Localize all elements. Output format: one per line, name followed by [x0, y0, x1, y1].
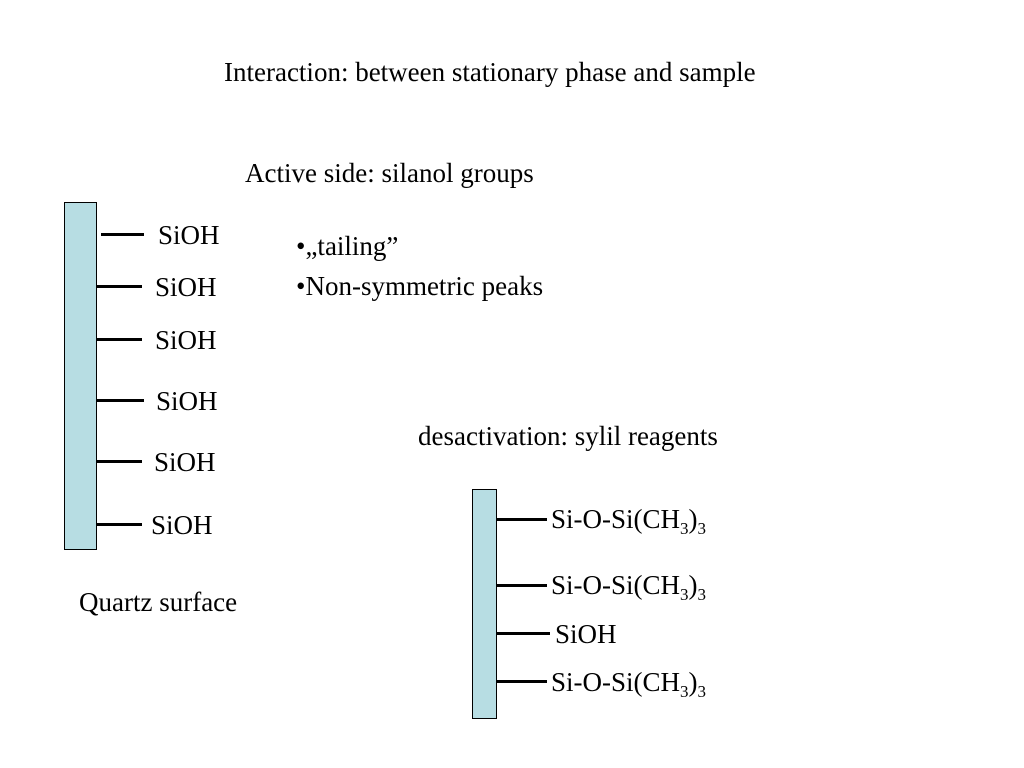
bond-line: [497, 632, 550, 635]
bond-line: [497, 518, 547, 521]
right-group-label: Si-O-Si(CH3)3: [551, 570, 707, 604]
quartz-surface-caption: Quartz surface: [79, 587, 238, 617]
right-group-label: Si-O-Si(CH3)3: [551, 504, 707, 538]
bond-line: [97, 399, 144, 402]
bond-line: [497, 584, 547, 587]
deactivated-surface-bar: [472, 489, 497, 719]
bond-line: [497, 680, 547, 683]
bullet-item-tailing: •„tailing”: [296, 231, 399, 261]
left-group-label: SiOH: [151, 510, 213, 540]
bond-line: [97, 460, 142, 463]
left-group-label: SiOH: [156, 386, 218, 416]
bond-line: [97, 338, 142, 341]
left-group-label: SiOH: [154, 447, 216, 477]
left-group-label: SiOH: [158, 220, 220, 250]
title: Interaction: between stationary phase an…: [224, 57, 756, 87]
left-group-label: SiOH: [155, 325, 217, 355]
bond-line: [101, 233, 144, 236]
desactivation-heading: desactivation: sylil reagents: [418, 421, 718, 451]
bond-line: [97, 285, 142, 288]
bond-line: [97, 523, 142, 526]
right-group-label: Si-O-Si(CH3)3: [551, 667, 707, 701]
bullet-item-non-symmetric: •Non-symmetric peaks: [296, 271, 544, 301]
left-group-label: SiOH: [155, 272, 217, 302]
active-side-heading: Active side: silanol groups: [245, 158, 534, 188]
quartz-surface-bar: [64, 202, 97, 550]
bullet-list: •„tailing” •Non-symmetric peaks: [296, 230, 543, 310]
right-group-label: SiOH: [555, 619, 617, 649]
